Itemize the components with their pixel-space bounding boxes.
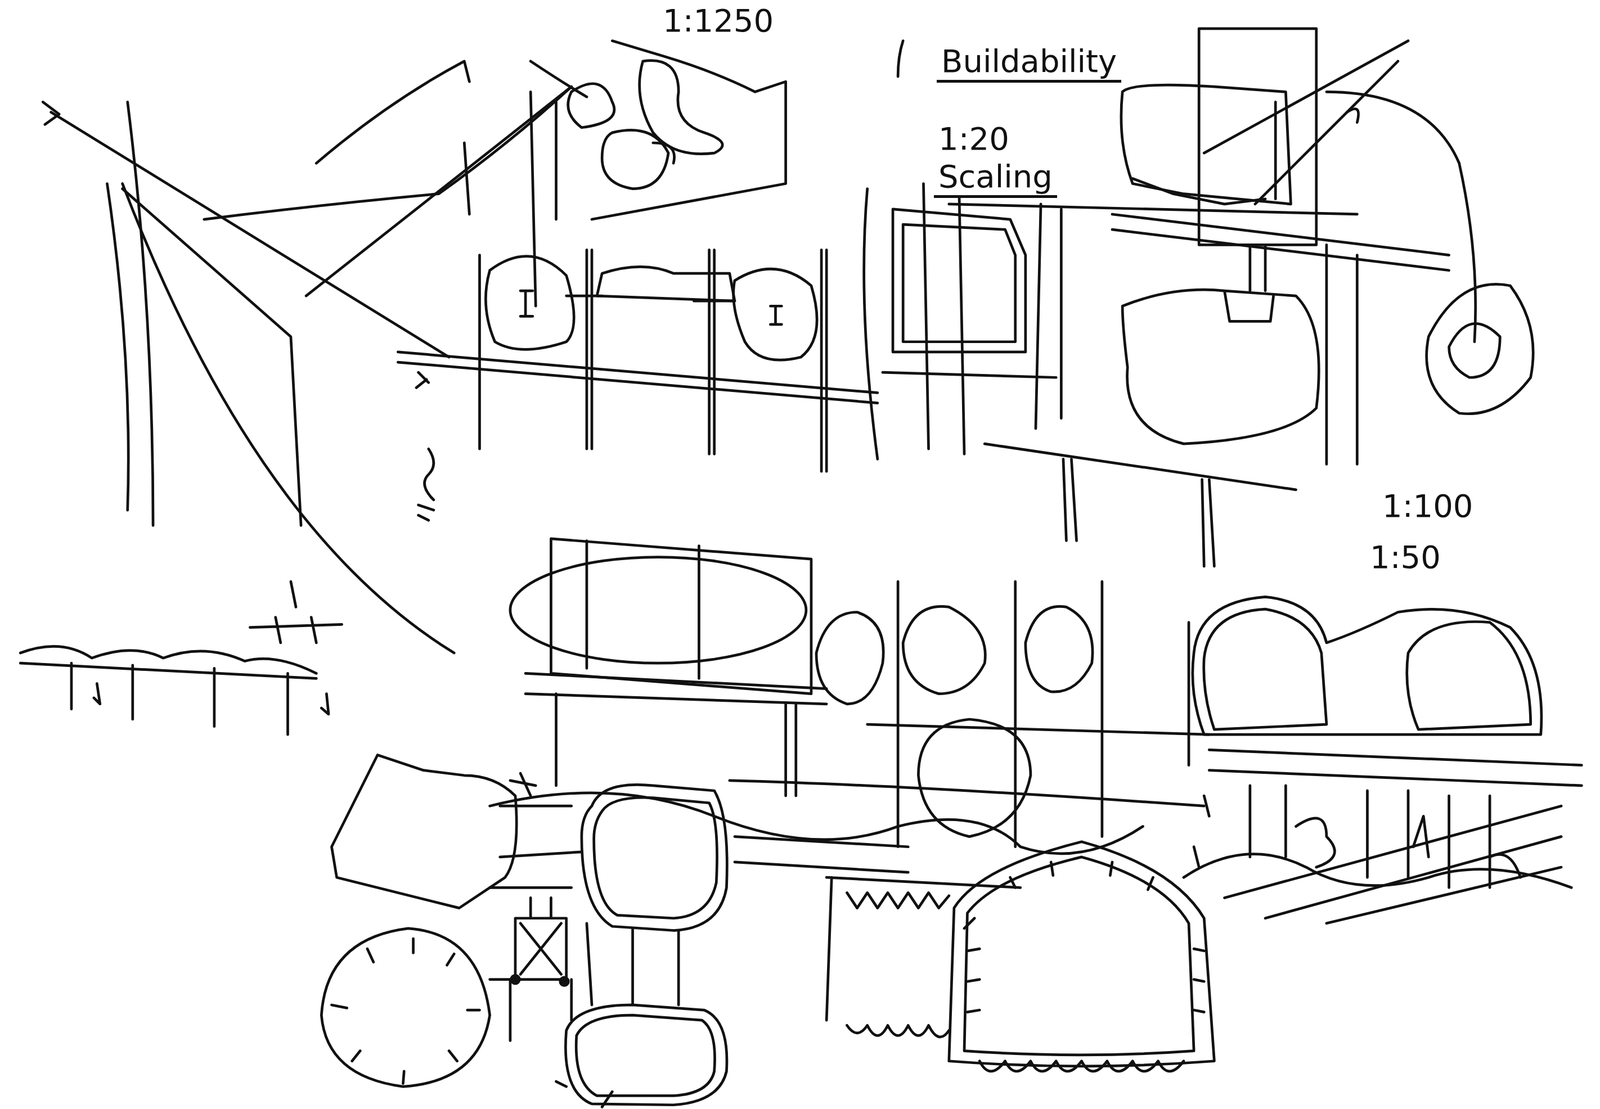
scale-note: 1:100 — [1377, 487, 1478, 525]
scale-note: 1:20 — [933, 120, 1014, 158]
scale-note: 1:1250 — [658, 2, 779, 40]
scale-note: 1:50 — [1365, 538, 1446, 577]
heading-note: Buildability — [936, 42, 1122, 83]
heading-note: Scaling — [933, 158, 1058, 199]
